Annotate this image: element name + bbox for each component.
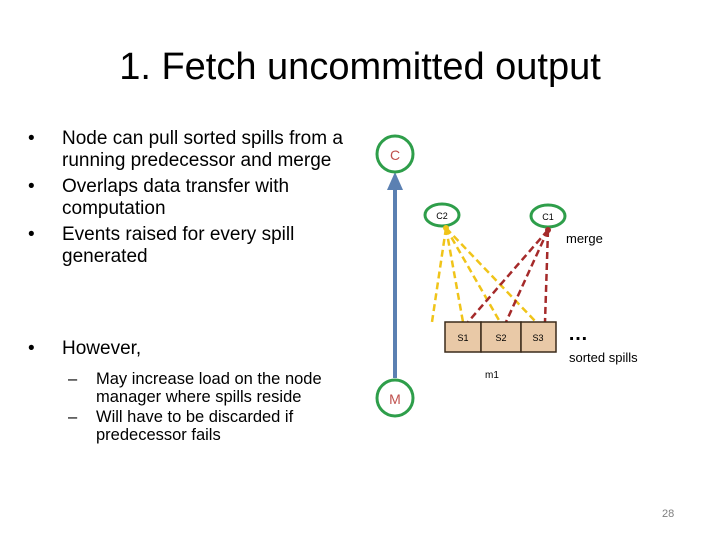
spill-label-s3: S3 [532, 333, 543, 343]
sub-bullet-item: – May increase load on the node manager … [28, 370, 368, 406]
sub-bullet-text: Will have to be discarded if predecessor… [96, 408, 294, 444]
merge-label: merge [566, 231, 603, 246]
bullet-item: • However, [28, 338, 368, 360]
node-m-label: M [389, 391, 401, 407]
spill-label-s2: S2 [495, 333, 506, 343]
page-number: 28 [662, 508, 675, 520]
bullet-dot-icon: • [28, 176, 35, 197]
bullet-item: • Overlaps data transfer with computatio… [28, 176, 368, 220]
bullet-text: Events raised for every spill generated [62, 224, 295, 267]
red-line [543, 229, 550, 323]
bullet-dot-icon: • [28, 128, 35, 149]
node-c2 [423, 202, 461, 228]
m1-label: m1 [485, 370, 499, 381]
node-c-label: C [390, 147, 400, 163]
node-c2-label: C2 [436, 211, 448, 221]
yellow-fetch-lines [430, 227, 537, 323]
yellow-line [444, 227, 465, 323]
dash-icon: – [68, 370, 78, 388]
node-c [375, 134, 415, 174]
bullet-dot-icon: • [28, 224, 35, 245]
spill-boxes: S1 S2 S3 [444, 321, 557, 353]
bullet-dot-icon: • [28, 338, 35, 359]
dash-icon: – [68, 408, 78, 426]
bullet-text: However, [62, 338, 142, 359]
arrowhead-icon [387, 172, 403, 190]
more-spills-ellipsis: … [568, 323, 588, 345]
yellow-line [444, 227, 502, 323]
sub-bullet-item: – Will have to be discarded if predecess… [28, 408, 368, 444]
bullet-list: • Node can pull sorted spills from a run… [28, 128, 368, 272]
spill-label-s1: S1 [457, 333, 468, 343]
red-line [467, 229, 549, 323]
sub-bullet-text: May increase load on the node manager wh… [96, 370, 322, 406]
bullet-text: Node can pull sorted spills from a runni… [62, 128, 343, 171]
yellow-line [430, 227, 448, 323]
bullet-item: • Node can pull sorted spills from a run… [28, 128, 368, 172]
bullet-text: Overlaps data transfer with computation [62, 176, 290, 219]
c2-anchor-dot [443, 225, 449, 231]
bullet-item: • Events raised for every spill generate… [28, 224, 368, 268]
c1-anchor-dot [545, 227, 551, 233]
red-fetch-lines [467, 229, 550, 323]
slide-title: 1. Fetch uncommitted output [119, 46, 601, 88]
however-list: • However, – May increase load on the no… [28, 338, 368, 444]
spill-box-s2 [480, 321, 522, 353]
node-m [375, 378, 415, 418]
red-line [504, 229, 550, 323]
spill-box-s3 [520, 321, 557, 353]
sorted-spills-label: sorted spills [569, 350, 638, 365]
node-c1-label: C1 [542, 212, 554, 222]
